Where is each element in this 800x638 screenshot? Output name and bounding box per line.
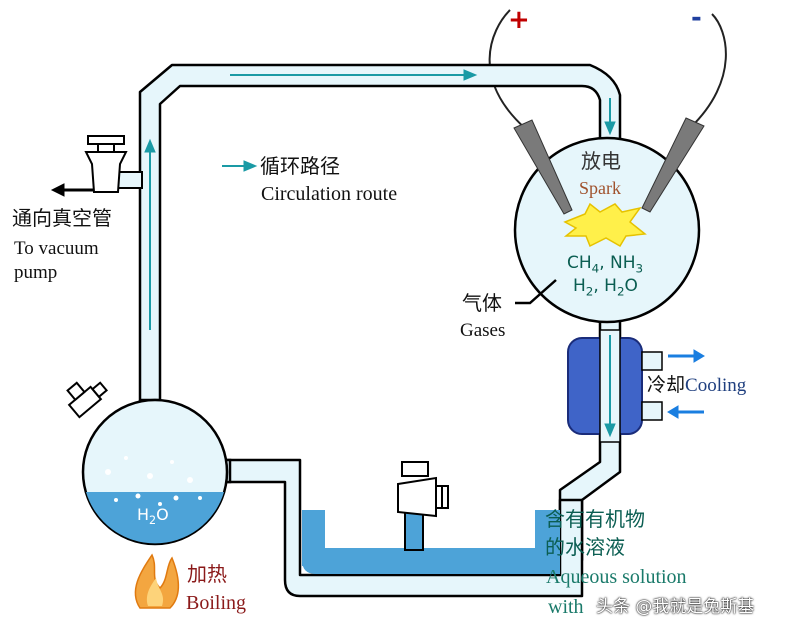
circulation-arrow-icon [222,160,258,172]
negative-electrode-sign: - [691,3,702,33]
formula-nh: , NH [599,253,636,273]
solution-label-en-1: Aqueous solution [546,566,687,588]
circulation-label-en: Circulation route [261,183,398,205]
vacuum-arrow-icon [50,183,94,197]
trough-water [302,510,560,574]
gases-pointer [515,279,557,305]
flow-arrow-icon [144,138,156,330]
positive-electrode-sign: + [508,5,530,35]
circulation-label-cn: 循环路径 [260,154,340,178]
vacuum-label-en-1: To vacuum [14,238,99,259]
watermark: 头条 @我就是兔斯基 [596,597,755,617]
cooling-label: 冷却Cooling [647,374,747,397]
cooling-label-cn: 冷却 [647,374,686,396]
vacuum-label-cn: 通向真空管 [12,206,112,230]
u-trough-outline [208,458,584,598]
bubbles [105,456,202,506]
flow-arrow-icon [604,98,616,136]
solution-label-cn-2: 的水溶液 [545,535,625,559]
flask-water [86,492,224,544]
flask-h: H [137,505,150,524]
trough-water-left [302,510,325,566]
formula-h-sub: 2 [585,284,594,299]
electrode-icon [513,119,573,215]
solution-label-cn-1: 含有有机物 [545,507,645,531]
solution-label-en-2: with [548,596,584,618]
gas-formula-line2: H2, H2O [573,276,638,299]
spark-label-cn: 放电 [581,149,621,173]
formula-ch: CH [567,253,592,273]
gases-label-en: Gases [460,320,506,341]
spark-label-en: Spark [579,178,621,198]
flask-water-formula: H2O [137,505,169,528]
stopcock-valve-icon [397,461,449,518]
trough-water-right [535,510,560,566]
condenser-port-top [641,351,663,371]
flow-arrow-icon [230,69,478,81]
vacuum-outlet-tube [117,171,143,189]
formula-h2o: , H [593,276,617,296]
cooling-label-en: Cooling [685,375,747,396]
flame-icon [134,553,180,609]
formula-nh-sub: 3 [635,261,644,276]
cooling-arrow-icon [667,349,705,419]
flow-arrow-icon [604,335,616,438]
flask-h-sub: 2 [149,514,157,528]
positive-wire [488,9,528,131]
flask-o: O [156,505,169,524]
vacuum-label-en-2: pump [14,262,58,283]
formula-o: O [624,276,638,296]
formula-h: H [573,276,586,296]
electrode-icon [641,117,705,213]
stopcock-valve-icon [84,135,128,193]
formula-ch-sub: 4 [591,261,600,276]
condenser-port-bottom [641,401,663,421]
spark-icon [563,202,647,248]
negative-wire [689,13,727,129]
boiling-label-en: Boiling [186,592,247,614]
gases-label-cn: 气体 [462,291,502,315]
formula-h2o-sub: 2 [616,284,625,299]
gas-formula-line1: CH4, NH3 [567,253,644,276]
boiling-label-cn: 加热 [187,562,227,586]
flame-core [146,578,164,606]
stopcock-valve-icon [66,381,109,419]
